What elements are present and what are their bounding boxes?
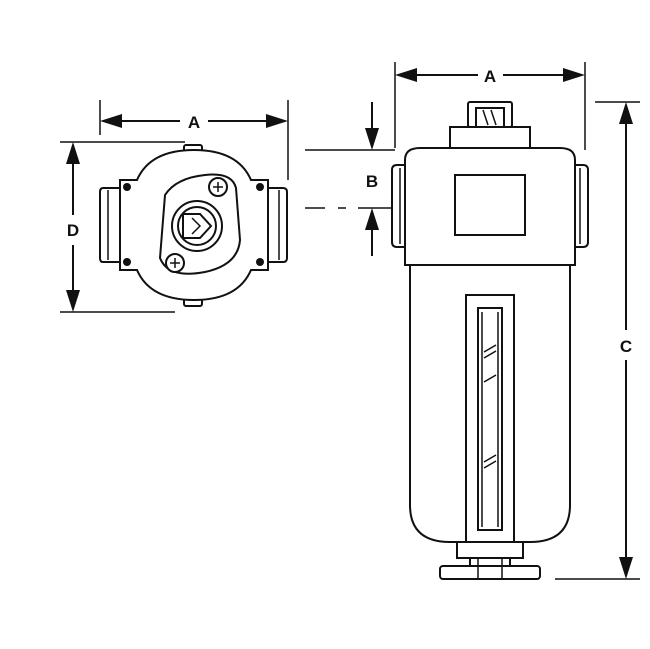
dimension-a-top-view: A [100, 113, 288, 132]
dimension-d: D [66, 142, 80, 312]
dimension-b: B [365, 102, 379, 256]
dimension-label-a-side: A [484, 67, 496, 86]
dimension-label-c: C [620, 337, 632, 356]
dimension-label-a-top: A [188, 113, 200, 132]
side-view: A B C [305, 62, 640, 580]
top-view: A D [60, 100, 289, 313]
dimension-c: C [619, 102, 633, 579]
dimension-label-b: B [366, 172, 378, 191]
dimension-label-d: D [67, 221, 79, 240]
dimension-a-side-view: A [395, 67, 585, 86]
screw-icon [208, 177, 228, 197]
screw-icon [165, 253, 185, 273]
